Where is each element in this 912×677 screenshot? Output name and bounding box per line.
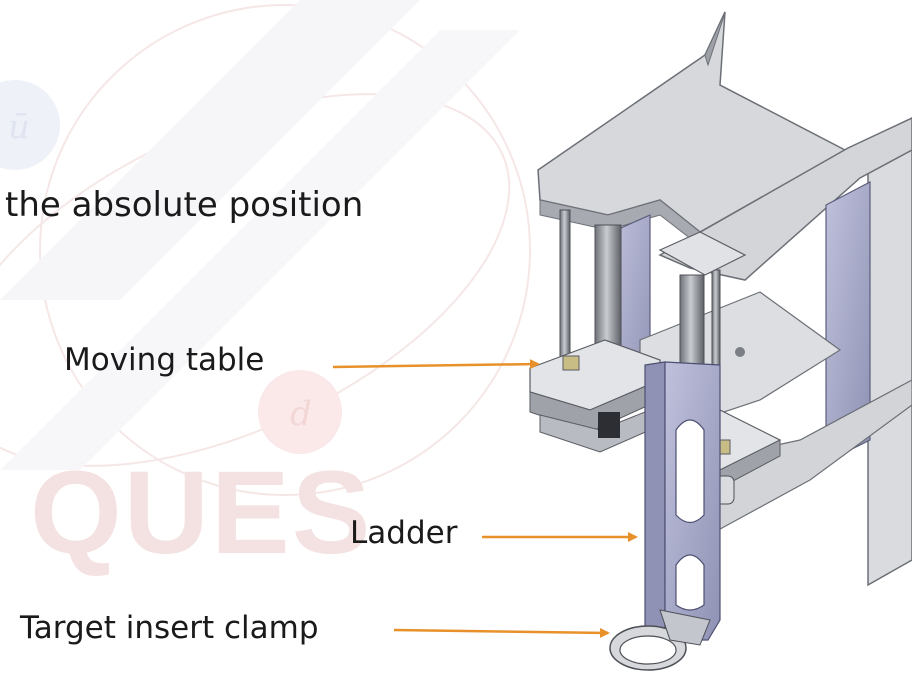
side-frame-plate <box>867 117 912 587</box>
watermark-slash-2 <box>0 30 520 470</box>
label-ladder: Ladder <box>350 515 458 551</box>
watermark-glyph-d: d <box>290 394 312 434</box>
bearing-block-left <box>562 355 580 371</box>
watermark-slash <box>0 0 420 300</box>
arrow-moving-table <box>332 359 540 370</box>
top-bracket <box>704 11 726 67</box>
label-moving-table: Moving table <box>64 342 265 378</box>
upper-bracket-right <box>658 231 747 276</box>
watermark-bubble-u <box>0 80 60 170</box>
ladder-side <box>644 361 666 646</box>
clamp-neck <box>659 609 711 646</box>
motor-left <box>598 412 620 438</box>
label-target-insert-clamp: Target insert clamp <box>20 610 319 646</box>
headline-text: the absolute position <box>5 185 364 225</box>
watermark-ring <box>39 4 531 496</box>
side-panel-right <box>825 181 871 463</box>
watermark-text: QUES <box>30 447 373 579</box>
arrow-target-clamp <box>393 627 610 638</box>
watermark-bubble-d <box>258 370 342 454</box>
ladder-window-lower <box>675 554 705 611</box>
deck-hole <box>735 347 745 357</box>
ladder-window-upper <box>675 419 705 524</box>
guide-rod-left <box>559 209 571 361</box>
watermark-glyph-u: ū <box>8 107 30 147</box>
clamp-ring-inner <box>619 635 677 665</box>
